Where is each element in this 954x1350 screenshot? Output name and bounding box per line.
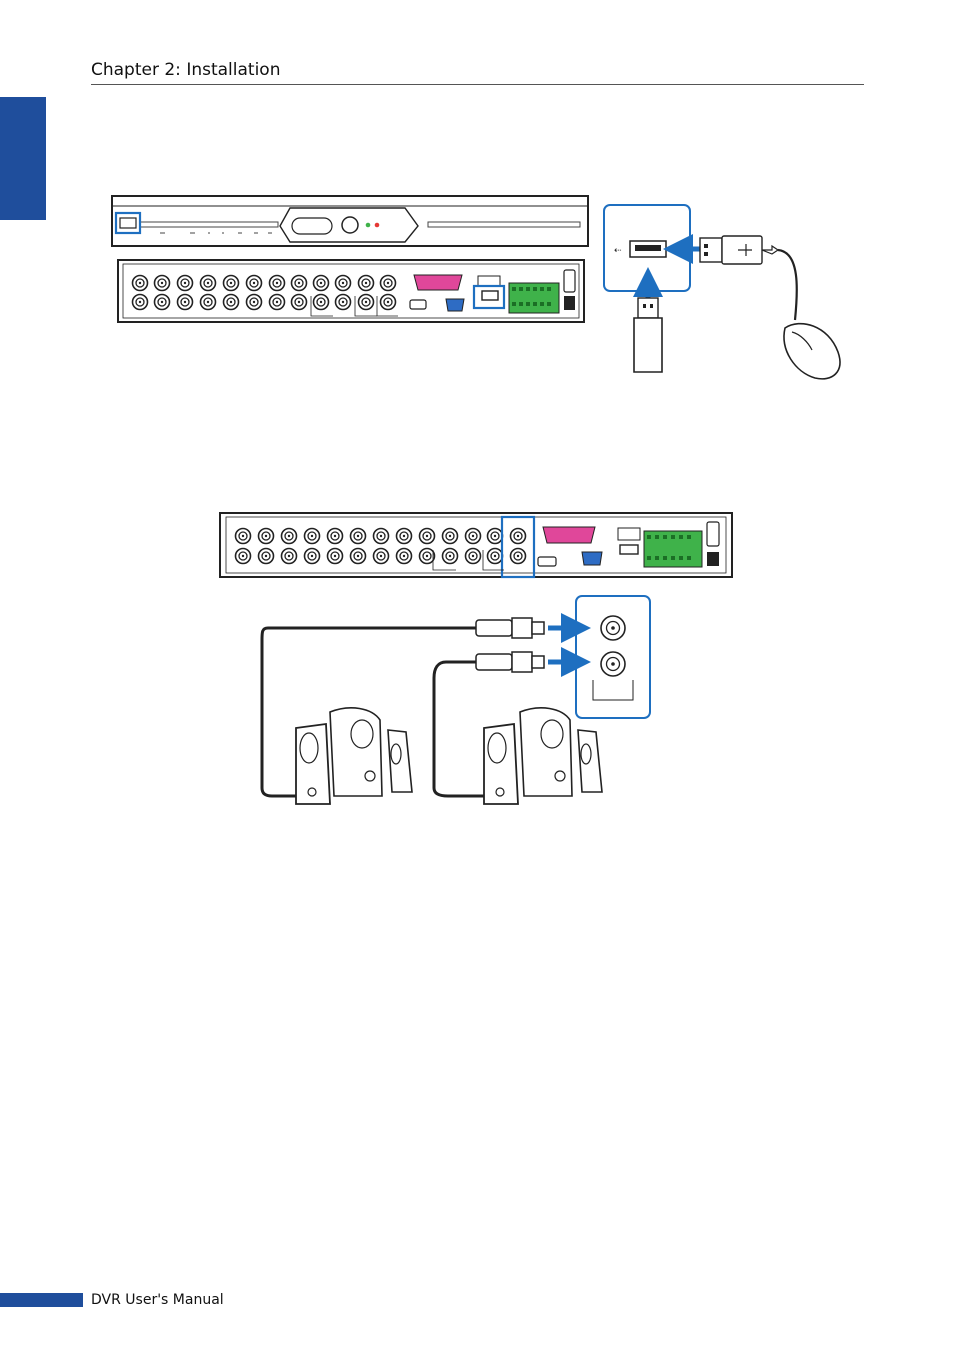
speaker-set-2: [484, 708, 602, 804]
footer-bar: [0, 1293, 83, 1307]
speaker-set-1: [296, 708, 412, 804]
audio-out-callout: [548, 596, 650, 718]
dvr-rear-panel: [220, 513, 732, 577]
manual-title: DVR User's Manual: [91, 1292, 224, 1308]
svg-text:⇠: ⇠: [614, 246, 622, 256]
usb-port-callout: ⇠: [604, 205, 700, 300]
dvr-rear-panel: [118, 260, 584, 322]
usb-mouse: [700, 236, 840, 379]
dvr-front-panel: [112, 196, 588, 246]
usb-flash-drive: [634, 298, 662, 372]
